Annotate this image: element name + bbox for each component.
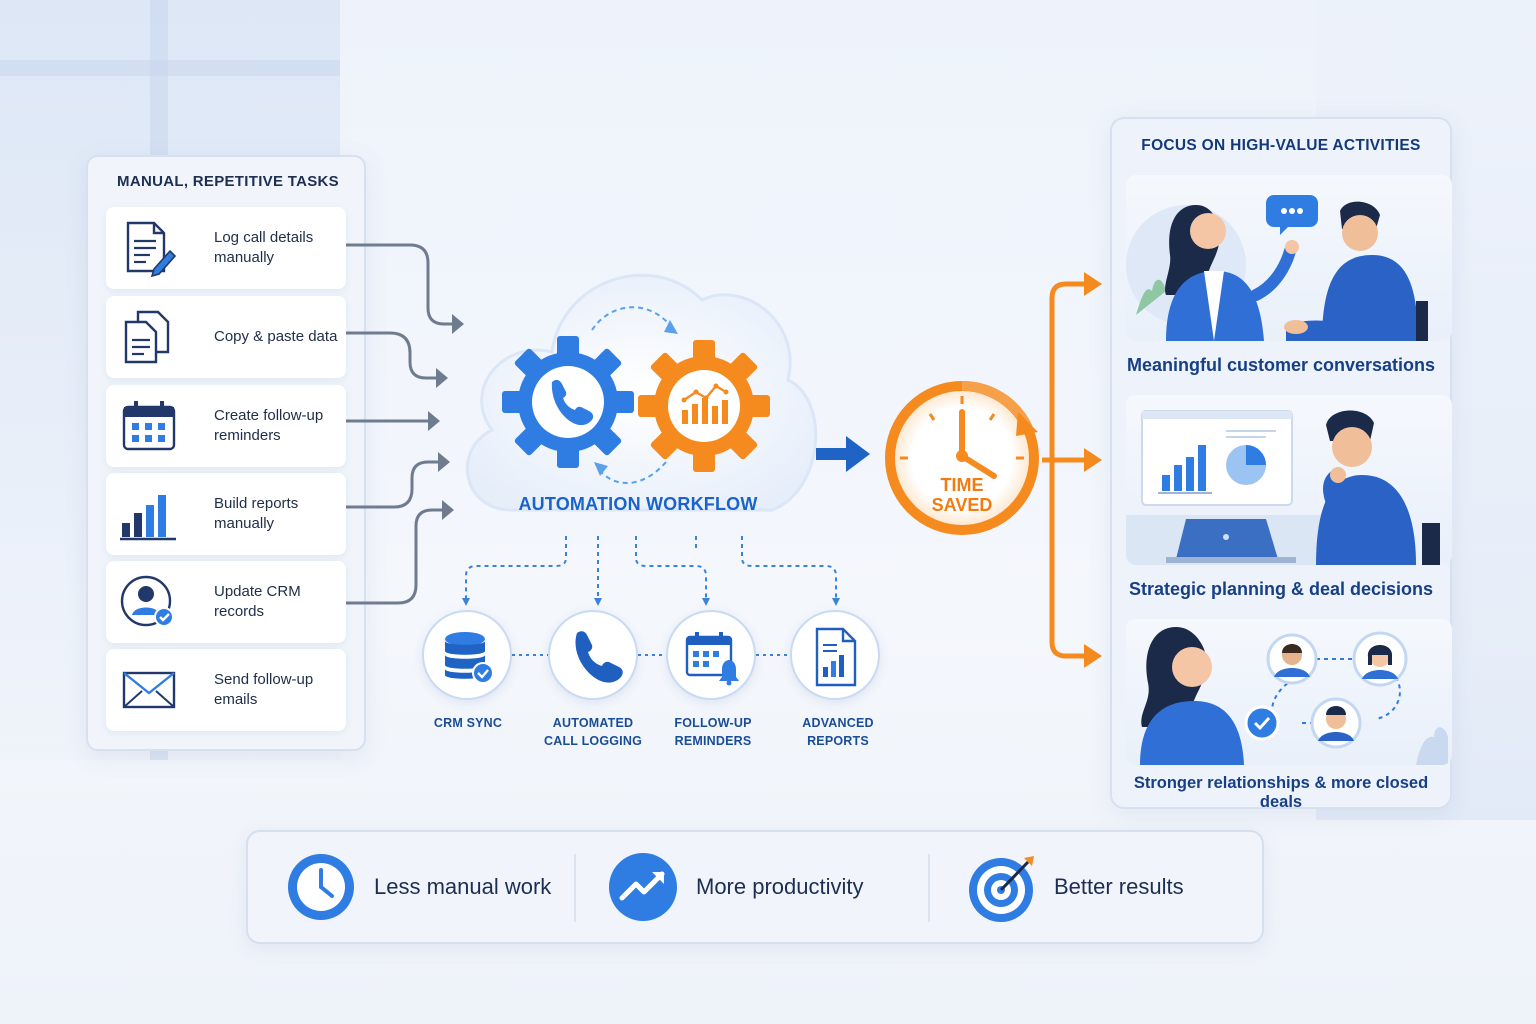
feature-label-line: CRM SYNC	[433, 716, 503, 730]
orange-branch-arrows	[1042, 272, 1102, 668]
relationships-illustration	[1140, 627, 1448, 765]
task-update-crm: Update CRM records	[106, 561, 346, 643]
feature-connectors	[462, 536, 840, 606]
copy-documents-icon	[124, 310, 170, 364]
task-follow-up-reminders: Create follow-up reminders	[106, 385, 346, 467]
user-check-icon	[120, 575, 174, 627]
task-label: Build reports manually	[214, 495, 299, 532]
phone-gear-icon	[502, 336, 634, 468]
task-label: Create follow-up reminders	[214, 407, 324, 444]
feature-label-line: CALL LOGGING	[544, 734, 642, 748]
customer-conversation-illustration	[1126, 195, 1428, 341]
activity-relationships	[1126, 619, 1452, 765]
call-logging-feature	[548, 610, 638, 700]
envelope-icon	[122, 671, 176, 709]
activity-label: Stronger relationships & more closed dea…	[1133, 774, 1429, 811]
activity-strategic-planning	[1126, 395, 1452, 565]
time-saved-label: TIME SAVED	[900, 475, 1024, 515]
calendar-bell-icon	[685, 632, 739, 686]
benefit-divider	[574, 854, 576, 922]
task-label: Send follow-up emails	[214, 671, 314, 708]
feature-label-line: AUTOMATED	[552, 716, 634, 730]
feature-link-dashes	[512, 654, 792, 656]
calendar-icon	[122, 401, 176, 451]
feature-label-reminders: FOLLOW-UP REMINDERS	[648, 714, 778, 750]
task-label: Copy & paste data	[214, 328, 338, 345]
time-saved-line: TIME	[940, 475, 984, 495]
feature-label-line: REMINDERS	[674, 734, 752, 748]
benefit-label: Less manual work	[374, 874, 552, 899]
document-edit-icon	[126, 221, 177, 277]
task-connector-arrows	[346, 243, 464, 605]
benefit-label: More productivity	[696, 874, 864, 899]
automation-cloud	[465, 273, 818, 512]
benefit-label: Better results	[1054, 874, 1184, 899]
benefit-less-manual-work: Less manual work	[286, 832, 551, 942]
strategic-planning-illustration	[1126, 410, 1440, 565]
task-label: Log call details manually	[214, 229, 314, 266]
task-log-call: Log call details manually	[106, 207, 346, 289]
trend-up-icon	[609, 853, 677, 921]
analytics-gear-icon	[638, 340, 770, 472]
bar-chart-icon	[120, 495, 176, 541]
benefits-strip: Less manual work More productivity Bette…	[246, 830, 1264, 944]
feature-label-reports: ADVANCED REPORTS	[773, 714, 903, 750]
manual-tasks-panel: MANUAL, REPETITIVE TASKS Log call detail…	[86, 155, 366, 751]
feature-label-line: REPORTS	[807, 734, 869, 748]
advanced-reports-feature	[790, 610, 880, 700]
benefit-better-results: Better results	[966, 832, 1184, 942]
target-icon	[969, 856, 1034, 922]
task-send-emails: Send follow-up emails	[106, 649, 346, 731]
arrow-right-icon	[816, 436, 870, 472]
activity-label: Meaningful customer conversations	[1126, 355, 1436, 375]
task-copy-paste: Copy & paste data	[106, 296, 346, 378]
task-label: Update CRM records	[214, 583, 301, 620]
benefit-divider	[928, 854, 930, 922]
database-check-icon	[445, 632, 494, 684]
phone-icon	[575, 631, 623, 683]
feature-label-call-logging: AUTOMATED CALL LOGGING	[528, 714, 658, 750]
crm-sync-feature	[422, 610, 512, 700]
workflow-title: AUTOMATION WORKFLOW	[518, 494, 758, 514]
feature-label-line: ADVANCED	[802, 716, 874, 730]
manual-tasks-title: MANUAL, REPETITIVE TASKS	[117, 173, 339, 190]
activity-conversations	[1126, 175, 1452, 341]
time-saved-clock-icon	[885, 380, 1039, 535]
benefit-more-productivity: More productivity	[608, 832, 864, 942]
task-build-reports: Build reports manually	[106, 473, 346, 555]
follow-up-reminders-feature	[666, 610, 756, 700]
high-value-activities-panel: FOCUS ON HIGH-VALUE ACTIVITIES	[1110, 117, 1452, 811]
feature-label-crm: CRM SYNC	[403, 714, 533, 732]
time-saved-line: SAVED	[931, 495, 993, 515]
activity-label: Strategic planning & deal decisions	[1128, 579, 1434, 599]
clock-icon	[288, 854, 354, 920]
feature-label-line: FOLLOW-UP	[674, 716, 752, 730]
report-icon	[815, 627, 857, 687]
high-value-title: FOCUS ON HIGH-VALUE ACTIVITIES	[1141, 137, 1421, 154]
